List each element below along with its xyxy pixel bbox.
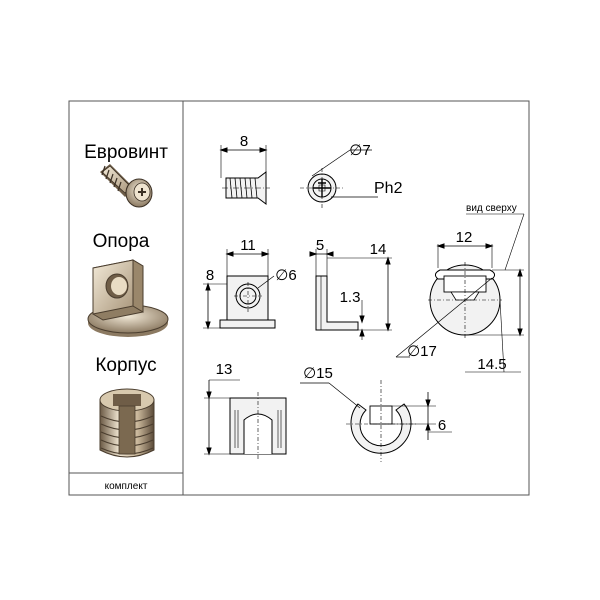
support-total-height-label: 14 <box>370 241 387 258</box>
support-hole-label: ∅6 <box>275 267 296 284</box>
sidebar: Евровинт Опора Корпус комплект <box>84 142 169 492</box>
support-width-label: 11 <box>240 237 256 254</box>
support-side-drawing <box>309 249 392 340</box>
sidebar-footer-label: комплект <box>105 481 148 492</box>
body-top-drawing <box>395 213 525 373</box>
sidebar-item-body-label: Корпус <box>95 355 156 376</box>
screw-side-drawing <box>219 145 270 205</box>
body-height-label: 13 <box>216 361 233 378</box>
sidebar-item-eurovint-label: Евровинт <box>84 142 168 163</box>
support-height-label: 8 <box>206 267 214 284</box>
body-top-depth-label: 14.5 <box>477 356 506 373</box>
screw-drive-label: Ph2 <box>374 180 403 197</box>
outer-border <box>68 100 530 496</box>
body-end-slot-label: 6 <box>438 417 446 434</box>
body-side-drawing <box>204 379 287 460</box>
support-base-thickness-label: 1.3 <box>340 289 361 306</box>
support-front-drawing <box>203 249 276 330</box>
body-end-diameter-label: ∅15 <box>303 365 333 382</box>
body-top-slot-label: 12 <box>456 229 473 246</box>
sidebar-item-support-label: Опора <box>93 231 150 252</box>
body-top-diameter-label: ∅17 <box>407 343 437 360</box>
body-render <box>99 388 155 458</box>
frame <box>68 100 530 496</box>
screw-head-drawing <box>300 149 378 208</box>
screw-head-diameter-label: ∅7 <box>349 142 370 159</box>
body-end-drawing <box>300 380 452 462</box>
top-view-note: вид сверху <box>466 203 517 214</box>
screw-render <box>100 164 153 208</box>
support-thickness-label: 5 <box>316 237 324 254</box>
support-render <box>87 259 169 337</box>
screw-length-label: 8 <box>240 133 248 150</box>
